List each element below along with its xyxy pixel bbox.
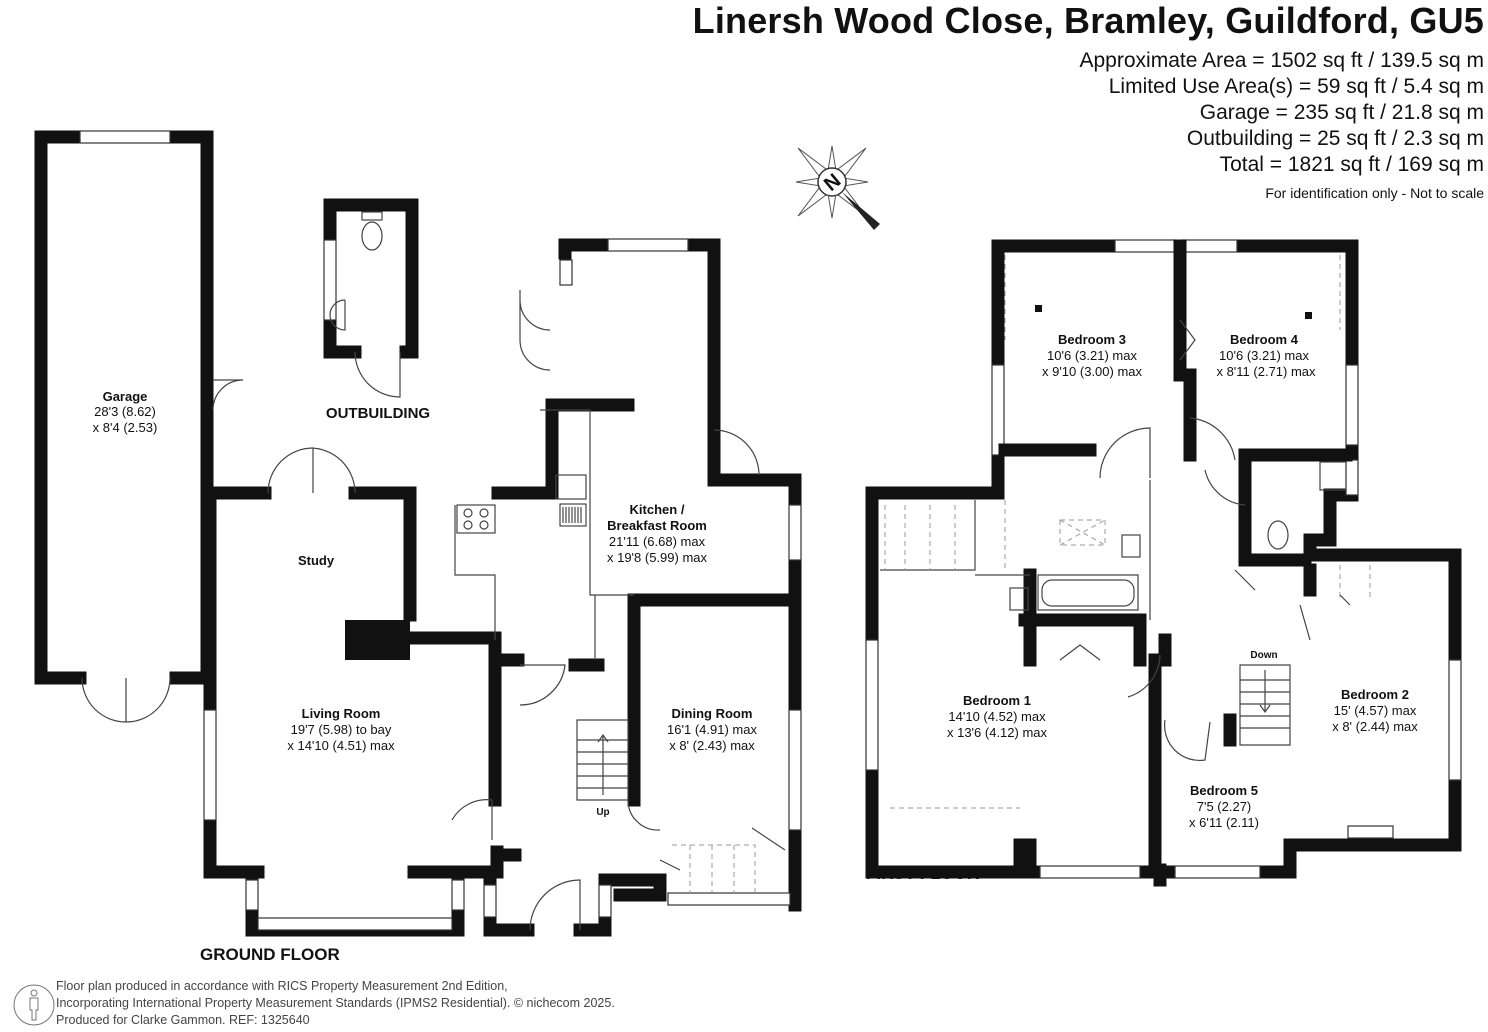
kitchen-dim: x 19'8 (5.99) max <box>607 550 708 565</box>
footer-line: Floor plan produced in accordance with R… <box>56 979 508 993</box>
bedroom2-dim: 15' (4.57) max <box>1334 703 1417 718</box>
area-line: Garage = 235 sq ft / 21.8 sq m <box>1199 101 1484 124</box>
living-dim: 19'7 (5.98) to bay <box>291 722 392 737</box>
living-name: Living Room <box>302 706 381 721</box>
bedroom3-name: Bedroom 3 <box>1058 332 1126 347</box>
bedroom5-name: Bedroom 5 <box>1190 783 1258 798</box>
garage-dim: x 8'4 (2.53) <box>93 420 158 435</box>
garage-dim: 28'3 (8.62) <box>94 404 156 419</box>
kitchen-name: Kitchen / <box>630 502 685 517</box>
bedroom4-dim: x 8'11 (2.71) max <box>1216 364 1316 379</box>
garage-name: Garage <box>103 389 148 404</box>
bedroom1-name: Bedroom 1 <box>963 693 1031 708</box>
living-dim: x 14'10 (4.51) max <box>287 738 395 753</box>
outbuilding-walls <box>323 198 419 398</box>
property-title: Linersh Wood Close, Bramley, Guildford, … <box>692 0 1484 41</box>
bedroom4-name: Bedroom 4 <box>1230 332 1299 347</box>
area-summary: Approximate Area = 1502 sq ft / 139.5 sq… <box>1080 48 1485 202</box>
kitchen-name: Breakfast Room <box>607 518 707 533</box>
area-line: Total = 1821 sq ft / 169 sq m <box>1219 153 1484 176</box>
bedroom2-dim: x 8' (2.44) max <box>1332 719 1418 734</box>
stairs-up-label: Up <box>596 807 609 818</box>
area-line: Limited Use Area(s) = 59 sq ft / 5.4 sq … <box>1108 75 1484 98</box>
bedroom5-dim: 7'5 (2.27) <box>1197 799 1252 814</box>
footer-credits: Floor plan produced in accordance with R… <box>56 978 615 1029</box>
stairs-down-label: Down <box>1250 650 1277 661</box>
ground-floor-label: GROUND FLOOR <box>200 945 340 964</box>
dining-dim: 16'1 (4.91) max <box>667 722 757 737</box>
outbuilding-name: OUTBUILDING <box>326 405 430 422</box>
bedroom3-dim: x 9'10 (3.00) max <box>1042 364 1143 379</box>
person-scale-icon <box>13 984 55 1026</box>
bedroom2-name: Bedroom 2 <box>1341 687 1409 702</box>
dining-dim: x 8' (2.43) max <box>669 738 755 753</box>
footer-line: Produced for Clarke Gammon. REF: 1325640 <box>56 1013 310 1027</box>
bedroom4-dim: 10'6 (3.21) max <box>1219 348 1309 363</box>
ground-floor-walls <box>203 238 802 937</box>
bedroom1-dim: x 13'6 (4.12) max <box>947 725 1048 740</box>
kitchen-dim: 21'11 (6.68) max <box>609 534 706 549</box>
first-floor-walls <box>865 239 1462 887</box>
area-line: Approximate Area = 1502 sq ft / 139.5 sq… <box>1079 49 1485 72</box>
study-name: Study <box>298 553 335 568</box>
scale-note: For identification only - Not to scale <box>1265 185 1484 201</box>
bedroom3-dim: 10'6 (3.21) max <box>1047 348 1137 363</box>
room-labels: Garage 28'3 (8.62) x 8'4 (2.53) OUTBUILD… <box>93 332 1419 964</box>
area-line: Outbuilding = 25 sq ft / 2.3 sq m <box>1186 127 1484 150</box>
bedroom1-dim: 14'10 (4.52) max <box>948 709 1046 724</box>
first-floor-label: FIRST FLOOR <box>866 864 979 883</box>
footer-line: Incorporating International Property Mea… <box>56 996 615 1010</box>
compass-icon: N <box>795 145 880 230</box>
dining-name: Dining Room <box>672 706 753 721</box>
bedroom5-dim: x 6'11 (2.11) <box>1189 815 1259 830</box>
